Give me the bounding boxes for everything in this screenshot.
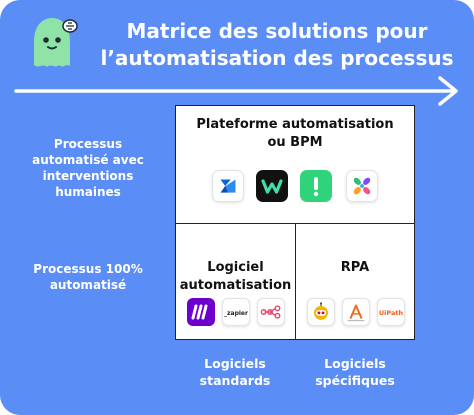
row-label-fully-automated: Processus 100% automatisé bbox=[14, 261, 162, 293]
clickup-pinwheel-icon bbox=[346, 170, 378, 202]
title-line-2: l’automatisation des processus bbox=[100, 46, 454, 70]
row-label-line: Processus 100% bbox=[33, 262, 143, 276]
col-label-line: spécifiques bbox=[315, 373, 395, 388]
automation-anywhere-icon bbox=[342, 298, 370, 326]
zapier-wordmark: _zapier bbox=[224, 310, 248, 317]
uipath-icon: UiPath bbox=[377, 298, 405, 326]
n8n-icon bbox=[257, 298, 285, 326]
box-title-line: automatisation bbox=[179, 278, 292, 293]
box-title: RPA bbox=[296, 259, 414, 277]
row-label-human-intervention: Processus automatisé avec interventions … bbox=[14, 136, 162, 200]
box-title-line: RPA bbox=[340, 260, 370, 275]
box-rpa: RPA UiPath bbox=[295, 223, 415, 340]
box-title: Logiciel automatisation bbox=[176, 259, 295, 295]
power-automate-icon bbox=[212, 170, 244, 202]
wrike-icon bbox=[256, 170, 288, 202]
box-automation-software: Logiciel automatisation _zapier bbox=[175, 223, 296, 340]
lucid-icon bbox=[300, 170, 332, 202]
col-label-line: Logiciels bbox=[324, 356, 386, 371]
row-label-line: interventions bbox=[42, 169, 134, 183]
row-label-line: humaines bbox=[55, 185, 121, 199]
box-title-line: Logiciel bbox=[207, 260, 264, 275]
box-title: Plateforme automatisation ou BPM bbox=[176, 116, 414, 152]
arrow-right-icon bbox=[14, 76, 458, 106]
ghost-mascot-icon bbox=[34, 18, 78, 67]
row-label-line: automatisé bbox=[49, 278, 127, 292]
box-title-line: Plateforme automatisation bbox=[196, 117, 394, 132]
title-line-1: Matrice des solutions pour bbox=[126, 19, 428, 43]
uipath-wordmark: UiPath bbox=[379, 309, 404, 317]
box-bpm-platform: Plateforme automatisation ou BPM bbox=[175, 105, 415, 224]
robot-icon bbox=[307, 298, 335, 326]
col-label-standard-software: Logiciels standards bbox=[175, 355, 295, 389]
box-title-line: ou BPM bbox=[267, 135, 323, 150]
page-title: Matrice des solutions pour l’automatisat… bbox=[92, 18, 462, 72]
col-label-line: standards bbox=[199, 373, 271, 388]
make-icon bbox=[187, 298, 215, 326]
col-label-specific-software: Logiciels spécifiques bbox=[295, 355, 415, 389]
col-label-line: Logiciels bbox=[204, 356, 266, 371]
zapier-icon: _zapier bbox=[222, 298, 250, 326]
row-label-line: automatisé avec bbox=[32, 153, 144, 167]
row-label-line: Processus bbox=[53, 137, 123, 151]
